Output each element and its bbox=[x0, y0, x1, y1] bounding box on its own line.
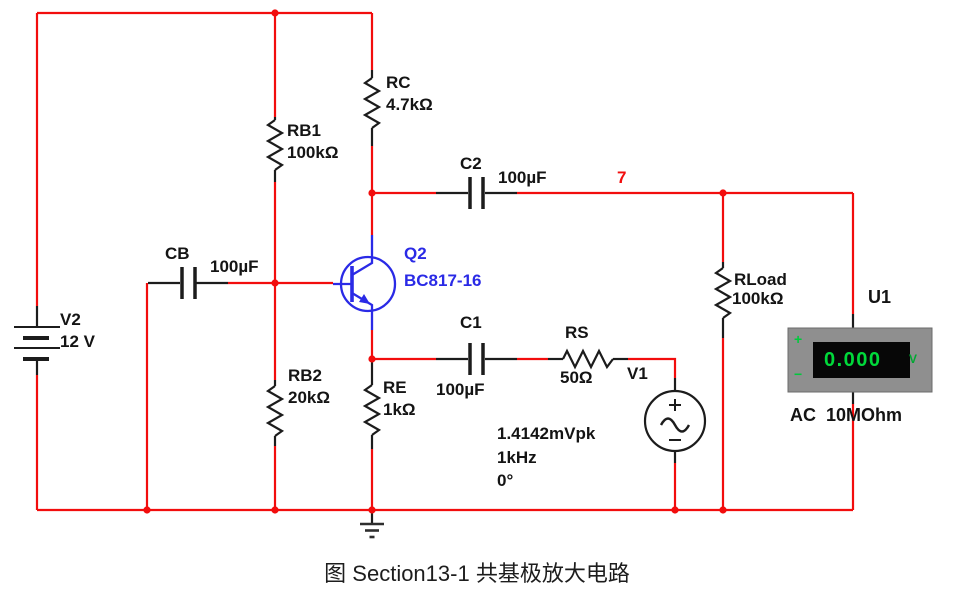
q2-ref-label: Q2 bbox=[404, 244, 427, 263]
v1-frequency-label: 1kHz bbox=[497, 448, 537, 467]
c2-ref-label: C2 bbox=[460, 154, 482, 173]
rc-ref-label: RC bbox=[386, 73, 411, 92]
cb-value-label: 100µF bbox=[210, 257, 259, 276]
resistor-rb1 bbox=[265, 119, 285, 171]
rload-ref-label: RLoad bbox=[734, 270, 787, 289]
rb1-ref-label: RB1 bbox=[287, 121, 322, 140]
net-7-label: 7 bbox=[617, 168, 627, 187]
capacitor-cb bbox=[180, 267, 197, 299]
capacitor-c2 bbox=[468, 177, 485, 209]
junction-dots bbox=[143, 9, 727, 514]
v1-ref-label: V1 bbox=[627, 364, 648, 383]
resistor-rb2 bbox=[265, 385, 285, 437]
rb2-value-label: 20kΩ bbox=[288, 388, 330, 407]
c1-value-label: 100µF bbox=[436, 380, 485, 399]
u1-minus-terminal-label: − bbox=[794, 366, 803, 382]
v2-value-label: 12 V bbox=[60, 332, 95, 351]
c2-value-label: 100µF bbox=[498, 168, 547, 187]
v2-ref-label: V2 bbox=[60, 310, 81, 329]
battery-v2 bbox=[14, 326, 60, 361]
v1-phase-label: 0° bbox=[497, 471, 514, 490]
u1-mode-label: AC 10MOhm bbox=[790, 405, 903, 425]
u1-reading: 0.000 bbox=[824, 349, 882, 371]
component-leads bbox=[35, 70, 855, 523]
rb1-value-label: 100kΩ bbox=[287, 143, 339, 162]
rc-value-label: 4.7kΩ bbox=[386, 95, 433, 114]
ground-symbol bbox=[360, 522, 384, 539]
cb-ref-label: CB bbox=[165, 244, 190, 263]
u1-ref-label: U1 bbox=[868, 287, 892, 307]
c1-ref-label: C1 bbox=[460, 313, 482, 332]
ac-source-v1 bbox=[643, 389, 707, 453]
rs-value-label: 50Ω bbox=[560, 368, 593, 387]
capacitor-c1 bbox=[468, 343, 485, 375]
q2-value-label: BC817-16 bbox=[404, 271, 482, 290]
v1-amplitude-label: 1.4142mVpk bbox=[497, 424, 596, 443]
resistor-rload bbox=[713, 267, 733, 319]
re-value-label: 1kΩ bbox=[383, 400, 416, 419]
re-ref-label: RE bbox=[383, 378, 407, 397]
u1-unit-label: V bbox=[909, 352, 918, 366]
u1-plus-terminal-label: + bbox=[794, 331, 803, 347]
resistor-rs bbox=[562, 348, 614, 370]
resistor-rc bbox=[362, 77, 382, 129]
rs-ref-label: RS bbox=[565, 323, 589, 342]
rb2-ref-label: RB2 bbox=[288, 366, 323, 385]
figure-caption: 图 Section13-1 共基极放大电路 bbox=[324, 561, 630, 586]
rload-value-label: 100kΩ bbox=[732, 289, 784, 308]
transistor-q2 bbox=[333, 235, 397, 330]
wires bbox=[35, 11, 855, 512]
voltmeter-u1 bbox=[787, 327, 933, 393]
resistor-re bbox=[362, 384, 382, 436]
